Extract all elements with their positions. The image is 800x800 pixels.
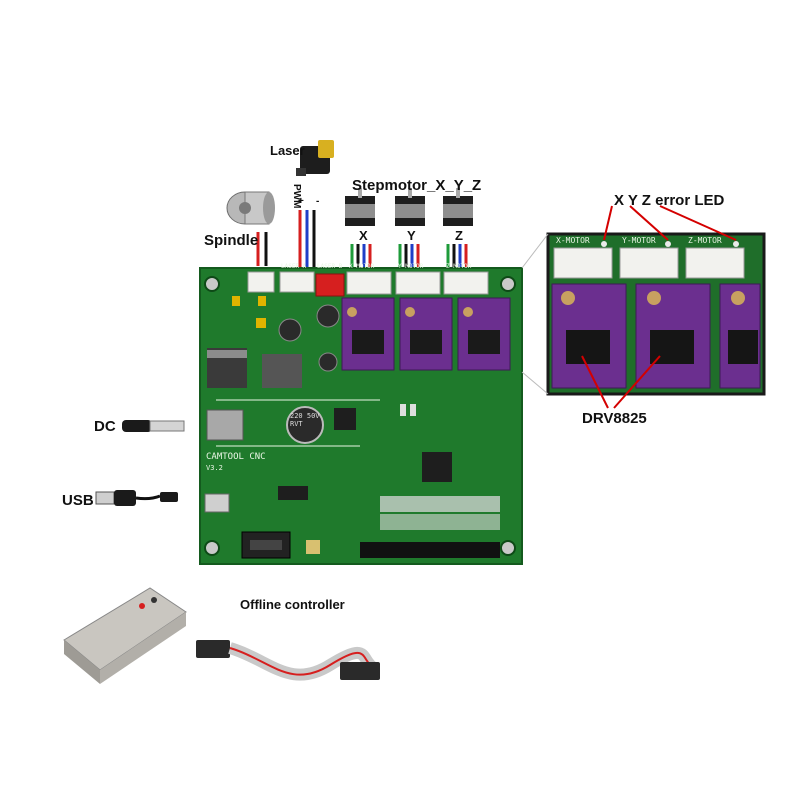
zoom-connector-y-label: Y-MOTOR xyxy=(622,236,656,245)
capacitor-text: 220 50V RVT xyxy=(290,412,320,428)
laser-module xyxy=(296,140,334,176)
usb-label: USB xyxy=(62,492,94,509)
stepper-motor-y xyxy=(395,188,425,226)
drv8825-label: DRV8825 xyxy=(582,410,647,427)
connector-z-label: Z-MOTOR xyxy=(446,263,472,270)
connector-laser-b-label: LASER B xyxy=(317,263,343,270)
driver-arrows xyxy=(581,355,661,409)
axis-x-label: X xyxy=(359,228,368,243)
zoom-panel xyxy=(546,232,766,396)
laser-label: Laser xyxy=(270,143,305,158)
stepmotor-label: Stepmotor_X_Y_Z xyxy=(352,177,482,194)
minus-label: - xyxy=(316,196,320,207)
pcb-board xyxy=(199,267,523,565)
error-led-label: X Y Z error LED xyxy=(614,192,725,209)
axis-z-label: Z xyxy=(455,228,463,243)
laser-wires xyxy=(298,210,316,268)
pcb-version-text: V3.2 xyxy=(206,464,223,472)
plus-label: + xyxy=(298,196,304,207)
connector-x-label: X-MOTOR xyxy=(349,263,375,270)
axis-y-label: Y xyxy=(407,228,416,243)
stepper-motor-z xyxy=(443,188,473,226)
dc-plug xyxy=(122,420,185,432)
pwm-label: PWM xyxy=(291,184,302,209)
spindle-motor xyxy=(226,191,275,225)
offline-controller-device xyxy=(63,587,187,684)
stepper-motor-x xyxy=(345,188,375,226)
connector-laser-a-label: LASER A xyxy=(281,263,307,270)
offline-controller-label: Offline controller xyxy=(240,597,345,612)
spindle-label: Spindle xyxy=(204,232,259,249)
dc-label: DC xyxy=(94,418,116,435)
zoom-connector-z-label: Z-MOTOR xyxy=(688,236,722,245)
spindle-wires xyxy=(256,232,268,266)
ribbon-cable xyxy=(196,640,380,681)
stepper-wires xyxy=(350,244,468,268)
pcb-brand-text: CAMTOOL CNC xyxy=(206,452,266,462)
connector-y-label: Y-MOTOR xyxy=(398,263,424,270)
error-led-arrows xyxy=(603,205,737,241)
zoom-connector-x-label: X-MOTOR xyxy=(556,236,590,245)
usb-cable xyxy=(95,490,178,506)
